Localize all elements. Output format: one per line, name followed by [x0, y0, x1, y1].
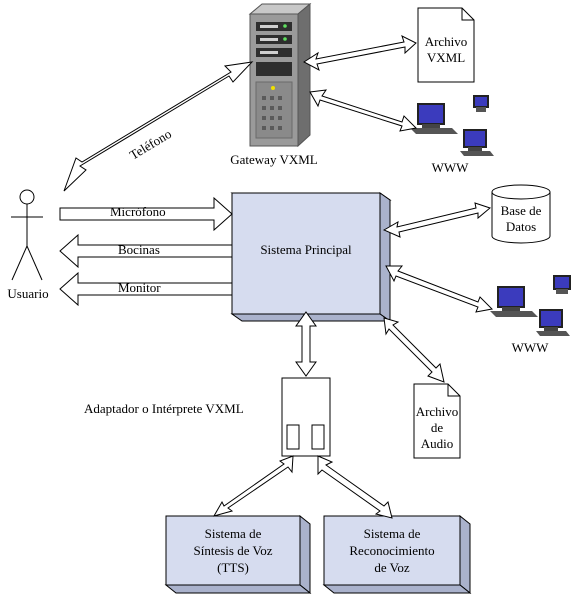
telefono-arrow [63, 61, 254, 192]
monitor-arrow [59, 271, 233, 307]
label-archivo-audio-line3: Audio [420, 436, 454, 451]
label-usuario: Usuario [7, 286, 49, 301]
label-sistema-principal: Sistema Principal [260, 242, 352, 257]
label-www-bottom: WWW [511, 340, 549, 355]
label-base-datos-line1: Base de [500, 203, 542, 218]
label-archivo-vxml-line2: VXML [426, 50, 466, 65]
sistema-www-arrow [385, 265, 494, 313]
label-microfono: Micrófono [110, 204, 166, 219]
label-reconocimiento-line1: Sistema de [363, 526, 421, 541]
database-cylinder-icon [491, 184, 551, 244]
adaptador-device [281, 377, 331, 457]
microfono-arrow [59, 196, 233, 232]
sistema-principal-box [230, 192, 392, 322]
adaptador-tts-arrow [212, 455, 294, 517]
label-monitor: Monitor [118, 280, 161, 295]
label-tts-line2: Síntesis de Voz [193, 543, 273, 558]
bocinas-arrow [59, 233, 233, 269]
gateway-www-arrow [309, 89, 418, 132]
gateway-archivo-vxml-arrow [303, 35, 417, 72]
label-tts-line1: Sistema de [204, 526, 262, 541]
label-bocinas: Bocinas [118, 242, 160, 257]
tts-box [164, 514, 312, 595]
label-archivo-audio-line1: Archivo [415, 404, 459, 419]
gateway-server-icon [248, 2, 312, 148]
www-computers-top-icon [410, 95, 494, 156]
label-www-top: WWW [431, 160, 469, 175]
label-archivo-audio-line2: de [430, 420, 444, 435]
label-reconocimiento-line3: de Voz [374, 560, 410, 575]
adaptador-reconocimiento-arrow [317, 455, 393, 519]
label-gateway-vxml: Gateway VXML [230, 152, 318, 167]
usuario-stick-figure-icon [11, 189, 43, 281]
sistema-adaptador-arrow [295, 311, 317, 377]
sistema-base-datos-arrow [382, 202, 492, 238]
sistema-audio-arrow [383, 317, 445, 383]
archivo-audio-document-icon [413, 383, 461, 459]
label-tts-line3: (TTS) [217, 560, 249, 575]
label-reconocimiento-line2: Reconocimiento [349, 543, 435, 558]
label-archivo-vxml-line1: Archivo [424, 34, 468, 49]
www-computers-bottom-icon [490, 275, 571, 336]
archivo-vxml-document-icon [417, 7, 475, 83]
label-adaptador: Adaptador o Intérprete VXML [84, 401, 244, 416]
label-base-datos-line2: Datos [505, 219, 537, 234]
